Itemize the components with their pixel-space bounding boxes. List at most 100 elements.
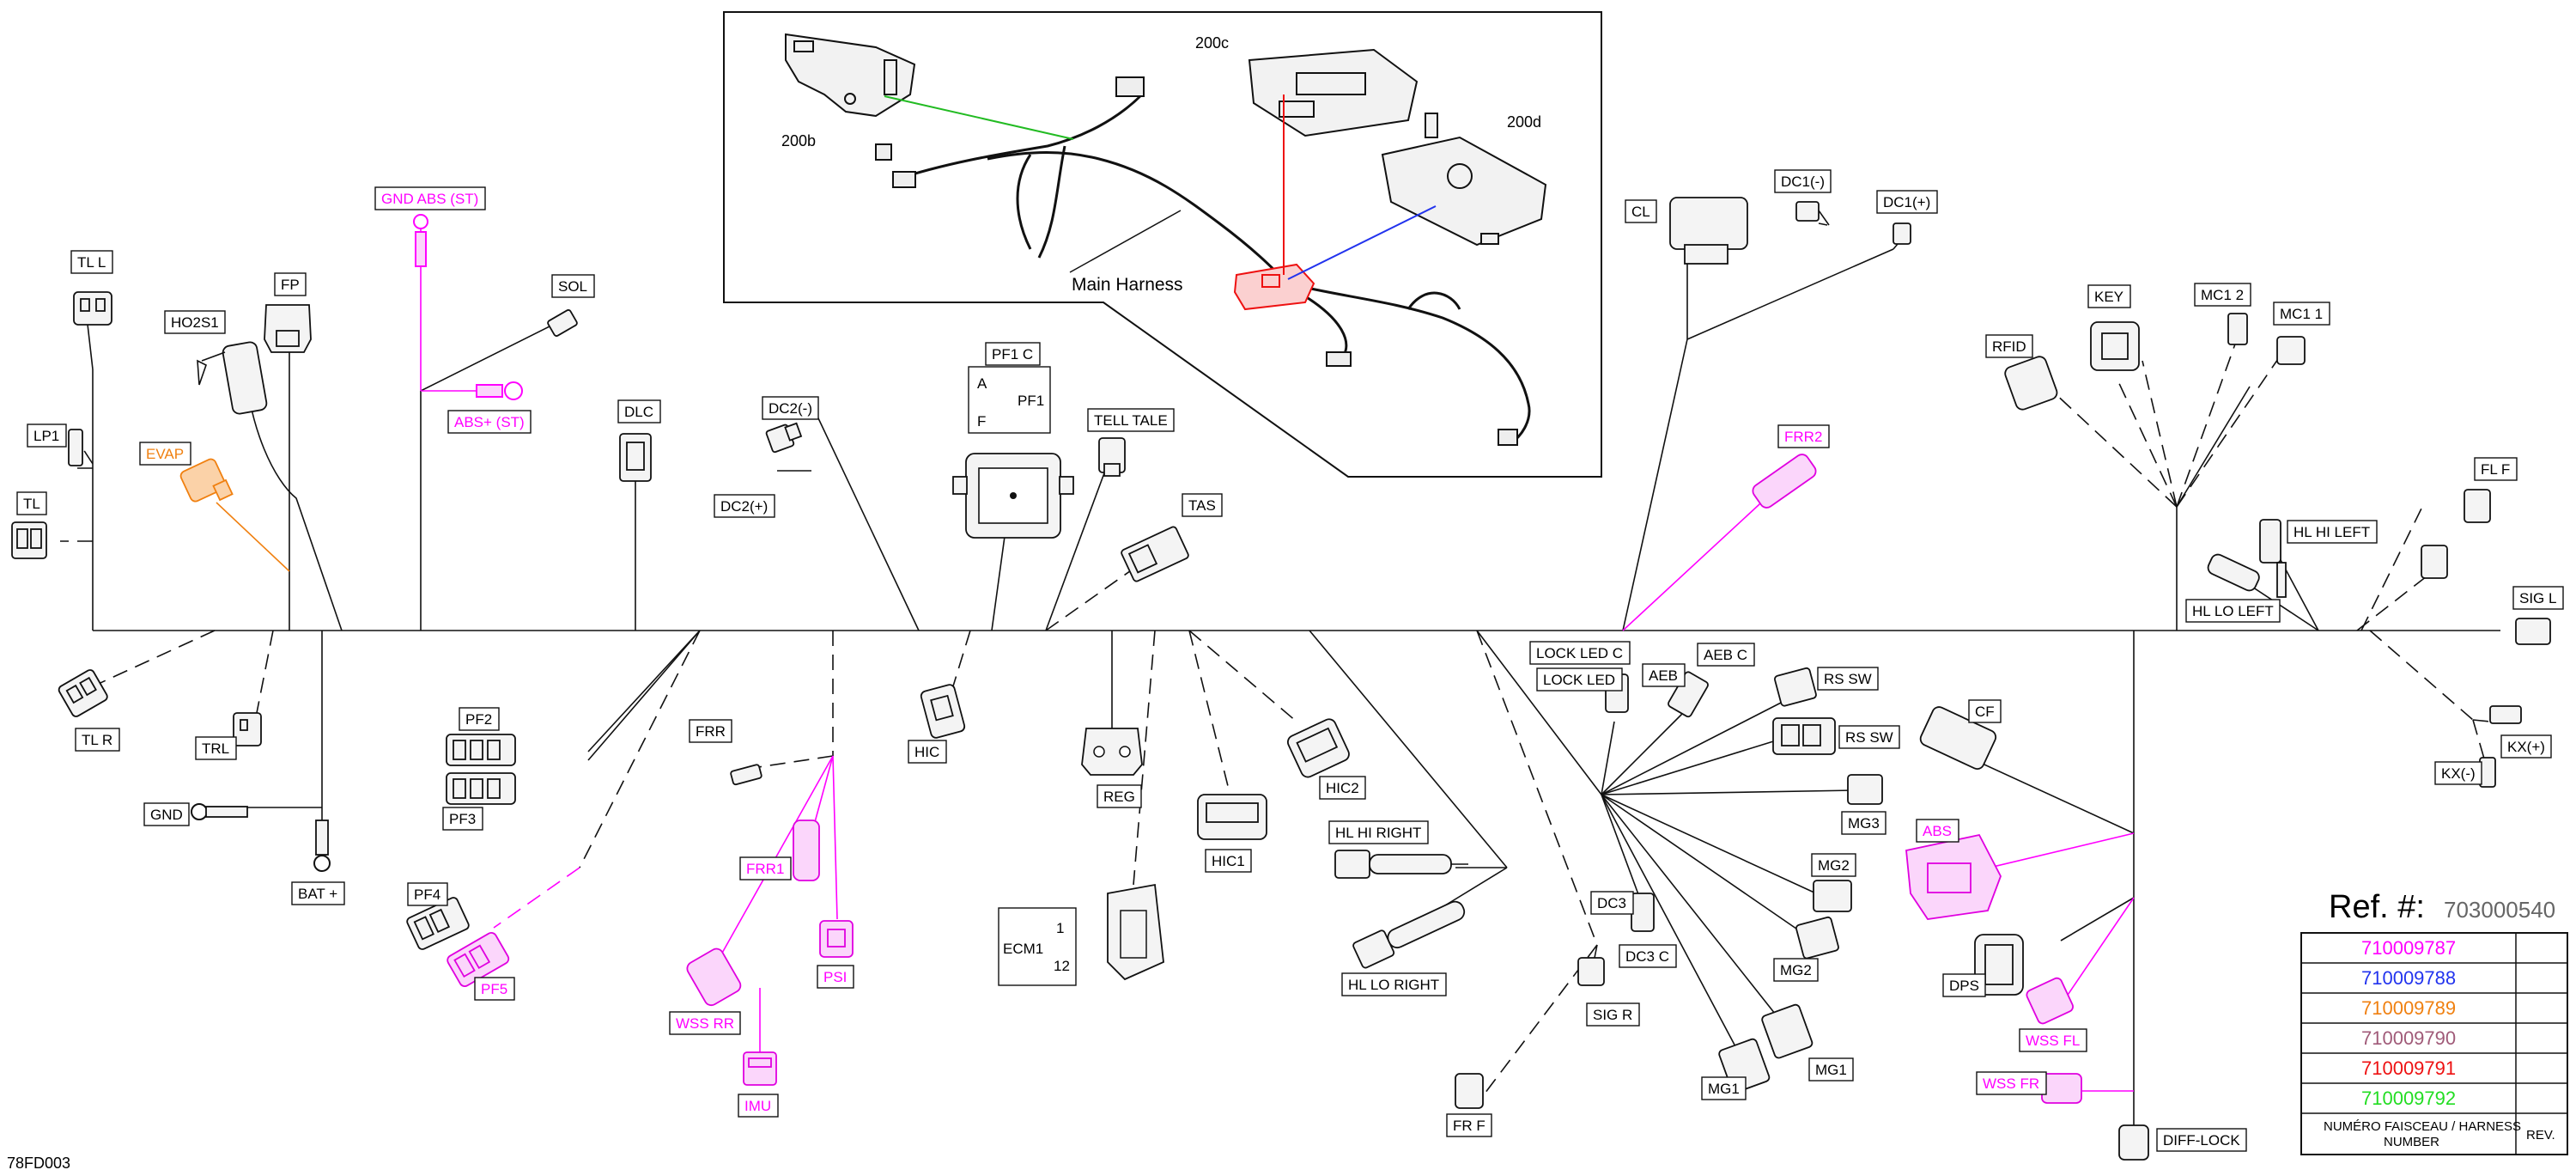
- bracket-200b: [785, 33, 916, 118]
- label-text: HL LO LEFT: [2192, 603, 2274, 619]
- label-text: FP: [281, 277, 300, 293]
- label-imu: IMU: [738, 1094, 779, 1118]
- label-mg2-1: MG2: [1811, 853, 1856, 877]
- label-text: WSS FL: [2026, 1033, 2080, 1049]
- reference-block: Ref. #: 703000540: [2329, 889, 2555, 925]
- label-text: MG1: [1815, 1062, 1847, 1078]
- label-text: WSS FR: [1983, 1075, 2039, 1092]
- connector-tl-l-icon: [73, 291, 112, 326]
- label-hic2: HIC2: [1319, 776, 1366, 800]
- connector-frr1-icon: [793, 820, 820, 881]
- connector-hl-hi-left-icon: [2259, 519, 2287, 598]
- connector-psi-icon: [819, 920, 854, 958]
- connector-key-icon: [2090, 321, 2140, 371]
- label-hl-hi-left: HL HI LEFT: [2287, 520, 2378, 544]
- label-text: TAS: [1188, 497, 1216, 514]
- label-text: KEY: [2094, 289, 2123, 305]
- connector-diff-lock-icon: [2118, 1124, 2149, 1161]
- label-dc1-plus: DC1(+): [1876, 190, 1938, 214]
- label-mg1-1: MG1: [1808, 1057, 1854, 1082]
- connector-evap-icon: [179, 458, 234, 503]
- label-abs-plus-st: ABS+ (ST): [447, 410, 532, 434]
- label-text: PSI: [823, 969, 847, 985]
- connector-cf-icon: [1919, 706, 1997, 771]
- label-text: PF1 C: [992, 346, 1033, 363]
- label-text: TL: [23, 496, 40, 512]
- label-text: HL HI RIGHT: [1335, 825, 1421, 841]
- label-pf2: PF2: [459, 707, 500, 731]
- label-text: RS SW: [1824, 671, 1872, 687]
- label-sig-r: SIG R: [1586, 1002, 1640, 1027]
- connector-pf1-icon: [952, 453, 1074, 539]
- label-wss-fl: WSS FL: [2019, 1028, 2087, 1052]
- label-text: KX(+): [2507, 739, 2545, 755]
- label-text: SIG L: [2519, 590, 2556, 606]
- label-fl-f: FL F: [2474, 457, 2518, 481]
- label-text: SIG R: [1593, 1007, 1632, 1023]
- part-number-4: 710009790: [2361, 1027, 2456, 1049]
- label-hic: HIC: [908, 740, 947, 764]
- part-number-1: 710009787: [2361, 937, 2456, 959]
- label-sig-l: SIG L: [2512, 586, 2564, 610]
- label-text: FRR1: [746, 861, 784, 877]
- label-text: DLC: [624, 404, 653, 420]
- harness-number-header-2: NUMBER: [2384, 1135, 2439, 1149]
- label-lock-led: LOCK LED: [1536, 667, 1623, 692]
- label-dlc: DLC: [617, 399, 661, 423]
- label-ho2s1: HO2S1: [164, 310, 226, 334]
- connector-mg2-2-icon: [1795, 916, 1839, 960]
- label-text: HIC1: [1212, 853, 1245, 869]
- branch-wires: [60, 210, 2491, 1147]
- label-hic1: HIC1: [1205, 849, 1252, 873]
- connector-dc1-plus-icon: [1893, 222, 1911, 245]
- connector-frr-icon: [730, 764, 762, 786]
- harness-part-table: 710009787 710009788 710009789 710009790 7100…: [2300, 932, 2568, 1155]
- label-200c: 200c: [1195, 34, 1229, 52]
- connector-ho2s1-icon: [197, 341, 268, 415]
- label-mc1-1: MC1 1: [2273, 302, 2330, 326]
- connector-tl-icon: [11, 521, 47, 559]
- label-text: DIFF-LOCK: [2163, 1132, 2240, 1149]
- label-text: MG3: [1848, 815, 1880, 832]
- label-frr: FRR: [689, 719, 732, 743]
- rev-header: REV.: [2526, 1128, 2555, 1142]
- label-frr2: FRR2: [1777, 424, 1830, 448]
- part-number-3: 710009789: [2361, 997, 2456, 1019]
- connector-frr2-icon: [1752, 454, 1817, 509]
- label-text: CL: [1631, 204, 1650, 220]
- label-bat-plus: BAT +: [291, 881, 345, 905]
- connector-mc1-1-icon: [2276, 336, 2306, 365]
- label-rs-sw-1: RS SW: [1817, 667, 1879, 691]
- label-text: FRR: [696, 723, 726, 740]
- label-text: HO2S1: [171, 314, 219, 331]
- label-text: CF: [1975, 704, 1995, 720]
- label-rfid: RFID: [1985, 334, 2033, 358]
- label-dc3: DC3: [1590, 891, 1634, 915]
- connector-reg-icon: [1081, 728, 1143, 776]
- part-number-2: 710009788: [2361, 967, 2456, 989]
- connector-fr-f-icon: [1455, 1073, 1484, 1109]
- label-dps: DPS: [1942, 973, 1986, 997]
- label-mc1-2: MC1 2: [2194, 283, 2251, 307]
- ecm1-block: ECM1 1 12: [998, 907, 1077, 986]
- label-text: DC1(+): [1883, 194, 1930, 210]
- label-text: PF3: [449, 811, 476, 827]
- label-text: FRR2: [1784, 429, 1822, 445]
- ring-abs-plus-icon: [476, 381, 523, 400]
- cover-200d: [1381, 113, 1547, 247]
- label-text: TL L: [77, 254, 106, 271]
- label-pf4: PF4: [407, 882, 448, 906]
- ref-label: Ref. #:: [2329, 889, 2425, 925]
- connector-fl-f-icon: [2421, 489, 2491, 579]
- connector-hic2-icon: [1286, 718, 1350, 778]
- connector-cl-icon: [1669, 197, 1748, 265]
- connector-sol-icon: [547, 309, 578, 337]
- part-number-5: 710009791: [2361, 1057, 2456, 1079]
- connector-hl-lo-right-icon: [1352, 900, 1466, 969]
- label-text: KX(-): [2441, 765, 2476, 782]
- terminal-bat-plus-icon: [313, 820, 331, 872]
- connector-hic-icon: [920, 684, 966, 739]
- label-tas: TAS: [1182, 493, 1223, 517]
- label-text: ABS+ (ST): [454, 414, 525, 430]
